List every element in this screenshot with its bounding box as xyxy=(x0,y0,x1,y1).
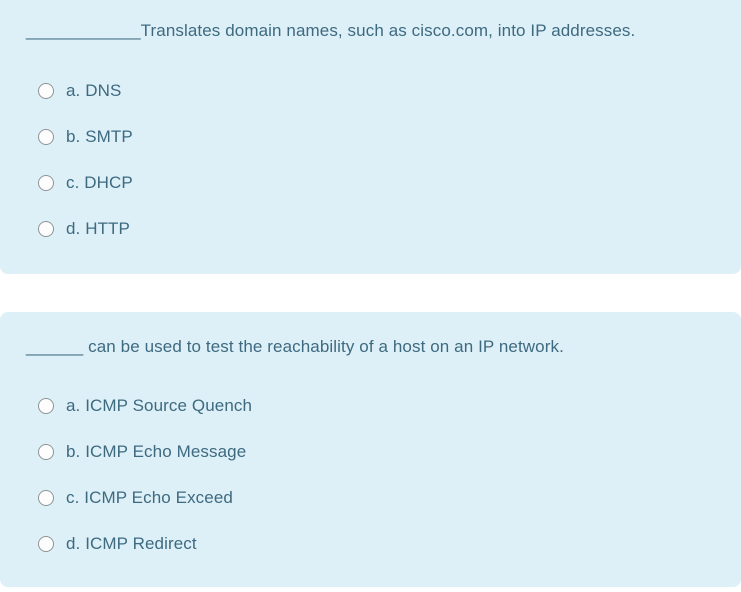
radio-button-icon[interactable] xyxy=(38,444,54,460)
question-prompt: ____________Translates domain names, suc… xyxy=(26,21,636,40)
option-label: b. SMTP xyxy=(66,127,133,146)
radio-button-icon[interactable] xyxy=(38,221,54,237)
option-label: d. ICMP Redirect xyxy=(66,534,197,553)
option-label: a. ICMP Source Quench xyxy=(66,396,253,415)
option-row-d[interactable]: d. ICMP Redirect xyxy=(26,521,715,567)
radio-button-icon[interactable] xyxy=(38,490,54,506)
question-prompt: ______ can be used to test the reachabil… xyxy=(26,337,564,356)
option-label: c. DHCP xyxy=(66,173,133,192)
option-label: c. ICMP Echo Exceed xyxy=(66,488,233,507)
radio-button-icon[interactable] xyxy=(38,83,54,99)
options-list: a. ICMP Source Quench b. ICMP Echo Messa… xyxy=(26,383,715,567)
option-row-d[interactable]: d. HTTP xyxy=(26,206,715,252)
option-label: b. ICMP Echo Message xyxy=(66,442,247,461)
option-row-b[interactable]: b. SMTP xyxy=(26,114,715,160)
radio-button-icon[interactable] xyxy=(38,175,54,191)
question-card-1: ____________Translates domain names, suc… xyxy=(0,0,741,274)
option-row-c[interactable]: c. ICMP Echo Exceed xyxy=(26,475,715,521)
option-label: d. HTTP xyxy=(66,219,130,238)
radio-button-icon[interactable] xyxy=(38,129,54,145)
option-row-b[interactable]: b. ICMP Echo Message xyxy=(26,429,715,475)
option-label: a. DNS xyxy=(66,81,122,100)
question-card-2: ______ can be used to test the reachabil… xyxy=(0,312,741,587)
radio-button-icon[interactable] xyxy=(38,536,54,552)
option-row-a[interactable]: a. ICMP Source Quench xyxy=(26,383,715,429)
options-list: a. DNS b. SMTP c. DHCP d. HTTP xyxy=(26,68,715,252)
option-row-c[interactable]: c. DHCP xyxy=(26,160,715,206)
option-row-a[interactable]: a. DNS xyxy=(26,68,715,114)
radio-button-icon[interactable] xyxy=(38,398,54,414)
